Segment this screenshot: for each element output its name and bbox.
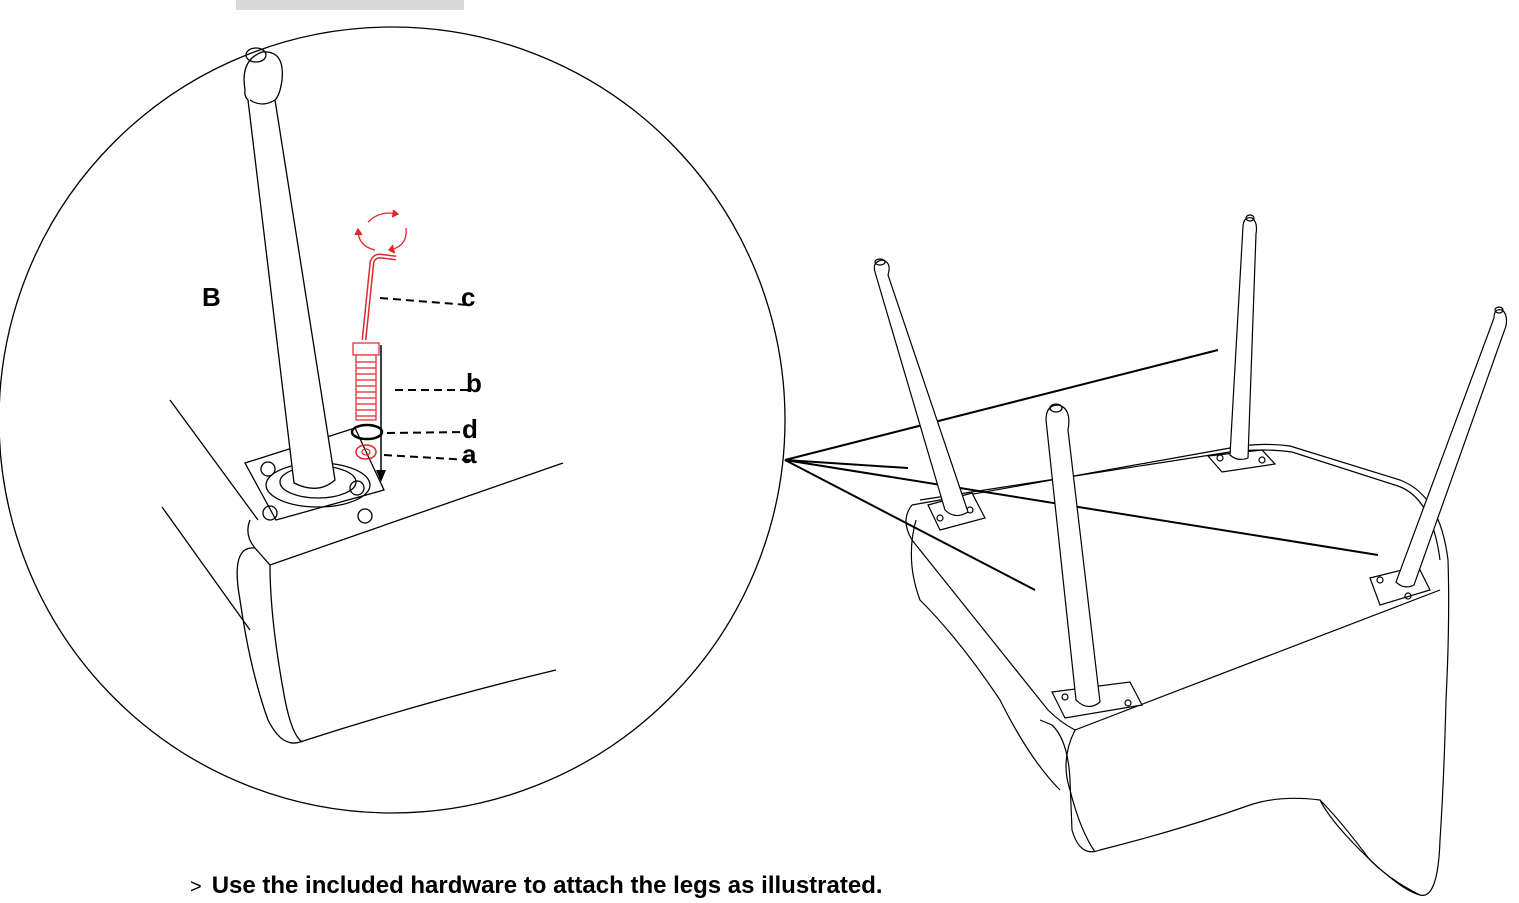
rotate-arrows-icon [354, 209, 407, 254]
plate-hole [1061, 693, 1069, 701]
chair-overview [873, 214, 1508, 896]
caption-text: Use the included hardware to attach the … [211, 872, 883, 899]
leader-line-a [383, 454, 471, 461]
leader-line-d [386, 431, 466, 434]
flat-washer-hole [361, 448, 371, 456]
leg-cap [245, 47, 267, 63]
plate-hole [357, 508, 373, 524]
chair-leg-back-right [1229, 217, 1258, 461]
chair-seat-rim [919, 449, 1441, 561]
seat-edge-line [169, 399, 259, 521]
chair-seat-side-inner [910, 519, 1061, 791]
leg-shading [249, 99, 276, 105]
detail-circle [0, 26, 786, 814]
plate-hole [260, 461, 276, 477]
plate-hole [1216, 454, 1224, 462]
callout-lines [784, 349, 1379, 591]
flat-washer [355, 444, 377, 460]
seat-edge-line [161, 506, 251, 631]
step-label: B [202, 282, 221, 312]
instruction-caption: > Use the included hardware to attach the… [190, 872, 883, 900]
allen-key-inner [363, 254, 397, 341]
leg-cap [874, 258, 886, 266]
plate-hole [936, 514, 944, 522]
chair-leg-front-left [1045, 404, 1101, 708]
part-label-b: b [466, 368, 482, 398]
leg-cap [1245, 214, 1255, 222]
header-tab-bar [236, 0, 464, 10]
caption-marker: > [190, 876, 202, 898]
plate-hole [1258, 456, 1266, 464]
leader-lines [379, 297, 471, 461]
detail-view [0, 26, 786, 814]
chair-leg-front-right [1395, 309, 1508, 588]
chair-back-curve [1319, 799, 1421, 896]
spring-washer [350, 423, 384, 441]
chair-seat-outline [911, 443, 1450, 896]
part-label-c: c [461, 282, 475, 312]
chair-seat-side [905, 504, 1441, 731]
seat-cushion [236, 547, 557, 744]
plate-hole [1404, 592, 1412, 600]
chair-back-lower [1065, 729, 1096, 853]
plate-hole [1124, 699, 1132, 707]
leg-cap [1049, 403, 1063, 413]
leg-cap [1494, 306, 1504, 314]
part-label-d: d [462, 414, 478, 444]
chair-leg [243, 51, 336, 489]
seat-cushion-inner [269, 564, 303, 743]
part-label-a: a [462, 439, 477, 469]
hardware-exploded [350, 209, 471, 482]
plate-hole [349, 480, 365, 496]
plate-hole [1376, 576, 1384, 584]
arrow-down-icon [376, 345, 386, 482]
leader-line-c [379, 297, 469, 306]
plate-hole [262, 505, 278, 521]
bolt [352, 342, 380, 421]
